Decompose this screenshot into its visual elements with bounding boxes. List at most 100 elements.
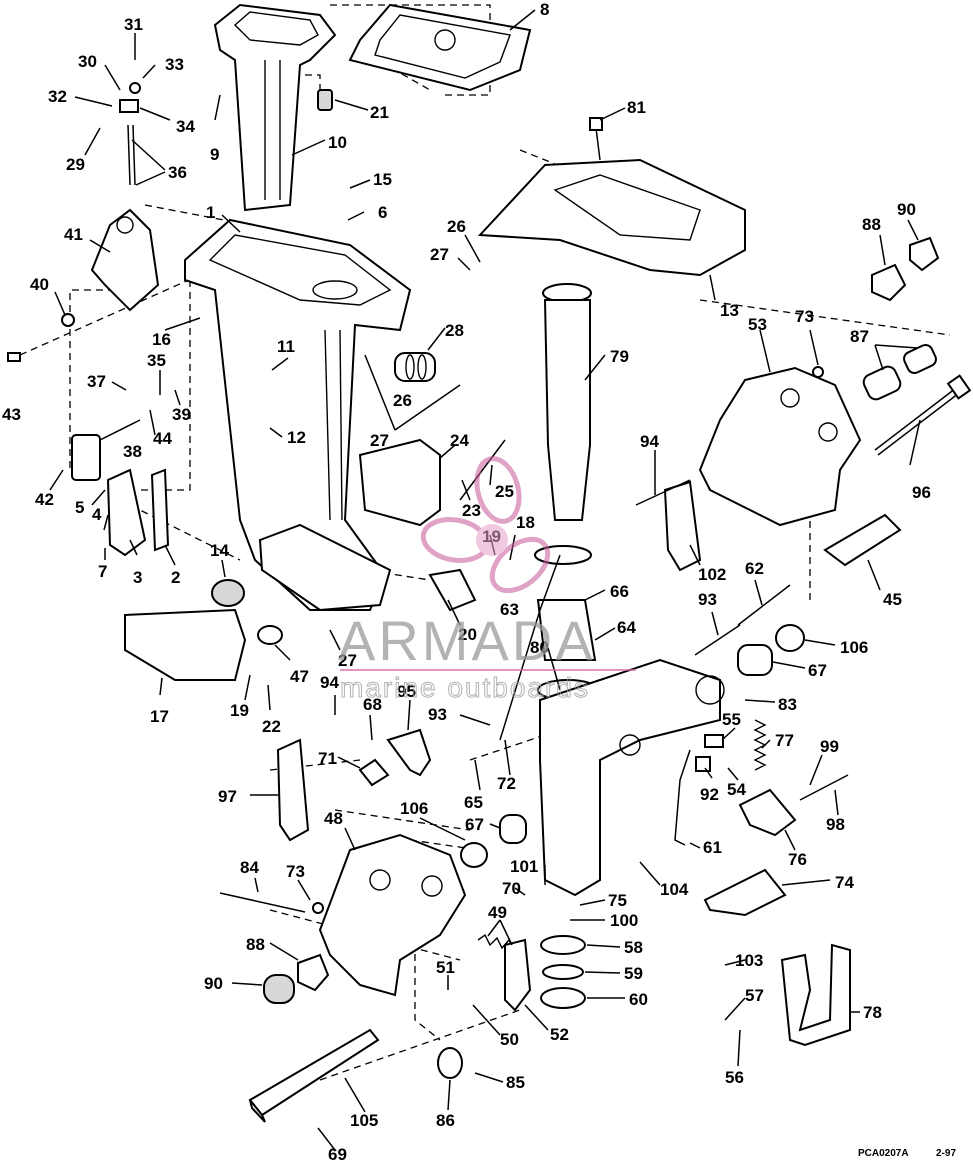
plug-21 [317, 89, 333, 111]
callout-2: 2 [171, 568, 180, 587]
callout-41: 41 [64, 225, 83, 244]
callout-106a: 106 [840, 638, 868, 657]
callout-49: 49 [488, 903, 507, 922]
clip-55 [704, 734, 724, 748]
callout-90a: 90 [897, 200, 916, 219]
pin-98 [799, 774, 849, 801]
ring-60 [540, 987, 586, 1009]
washer-40 [61, 313, 75, 327]
bushing-87a [862, 365, 902, 401]
tube-45 [823, 513, 902, 567]
callout-100: 100 [610, 911, 638, 930]
callout-67a: 67 [808, 661, 827, 680]
callout-101: 101 [510, 857, 538, 876]
callout-77: 77 [775, 731, 794, 750]
callout-45: 45 [883, 590, 902, 609]
callout-71: 71 [318, 749, 337, 768]
callout-39: 39 [172, 405, 191, 424]
callout-24: 24 [450, 431, 469, 450]
callout-38: 38 [123, 442, 142, 461]
bracket-78 [780, 943, 851, 1047]
callout-29: 29 [66, 155, 85, 174]
callout-33: 33 [165, 55, 184, 74]
callout-94a: 94 [640, 432, 659, 451]
callout-10: 10 [328, 133, 347, 152]
clamp-34 [119, 99, 139, 113]
callout-47: 47 [290, 667, 309, 686]
callout-6: 6 [378, 203, 387, 222]
callout-97: 97 [218, 787, 237, 806]
sleeve-66 [536, 599, 597, 661]
callout-53: 53 [748, 315, 767, 334]
callout-70: 70 [502, 879, 521, 898]
callout-8: 8 [540, 0, 549, 19]
callout-50: 50 [500, 1030, 519, 1049]
rod-61 [674, 749, 691, 846]
link-102 [663, 480, 702, 572]
callout-17: 17 [150, 707, 169, 726]
steering-tube-79 [542, 283, 592, 521]
callout-65: 65 [464, 793, 483, 812]
callout-22: 22 [262, 717, 281, 736]
bolt-94a [635, 479, 691, 506]
callout-32: 32 [48, 87, 67, 106]
callout-52: 52 [550, 1025, 569, 1044]
bracket-74 [703, 868, 787, 917]
spring-92 [695, 756, 711, 772]
exhaust-tube [213, 3, 337, 212]
callout-30: 30 [78, 52, 97, 71]
clamp-bracket-48 [318, 833, 467, 997]
lever-76 [738, 788, 797, 837]
callout-99: 99 [820, 737, 839, 756]
callout-12: 12 [287, 428, 306, 447]
bolt-84 [219, 892, 306, 913]
callout-75: 75 [608, 891, 627, 910]
callout-96: 96 [912, 483, 931, 502]
washer-106a [775, 624, 805, 652]
callout-58: 58 [624, 938, 643, 957]
callout-42: 42 [35, 490, 54, 509]
swivel-bracket-lower [539, 658, 725, 897]
callout-48: 48 [324, 809, 343, 828]
nut-73b [312, 902, 324, 914]
callout-73a: 73 [795, 307, 814, 326]
callout-103: 103 [735, 951, 763, 970]
spring-77 [753, 719, 767, 771]
callout-60: 60 [629, 990, 648, 1009]
callout-16: 16 [152, 330, 171, 349]
callout-34: 34 [176, 117, 195, 136]
nut-33 [129, 82, 141, 94]
callout-87: 87 [850, 327, 869, 346]
bushing-67a [737, 644, 773, 676]
callout-27b: 27 [338, 651, 357, 670]
callout-27a: 27 [370, 431, 389, 450]
clamp-bracket-53 [698, 366, 862, 527]
swivel-bracket-13 [477, 117, 746, 277]
bracket-95 [386, 728, 432, 777]
pins-36 [127, 124, 136, 186]
callout-86: 86 [436, 1111, 455, 1130]
callout-80: 80 [530, 638, 549, 657]
callout-95: 95 [397, 682, 416, 701]
drive-shaft-housing [184, 218, 412, 612]
callout-64: 64 [617, 618, 636, 637]
strip-2 [150, 468, 170, 552]
callout-11: 11 [277, 337, 295, 356]
nut-73a [812, 366, 824, 378]
callout-43: 43 [2, 405, 21, 424]
cap-90b [263, 974, 295, 1004]
rod-93a [694, 624, 741, 656]
callout-44: 44 [153, 429, 172, 448]
callout-69: 69 [328, 1145, 347, 1160]
callout-13: 13 [720, 301, 739, 320]
callout-78: 78 [863, 1003, 882, 1022]
watermark-brand: ARMADA [338, 609, 596, 672]
bracket-38 [71, 419, 141, 481]
leader-lines [49, 9, 921, 1151]
callout-102: 102 [698, 565, 726, 584]
callout-36: 36 [168, 163, 187, 182]
bushing-87b [903, 343, 937, 375]
watermark-tagline: marine outboards [340, 672, 590, 703]
callout-19b: 19 [230, 701, 249, 720]
callout-105: 105 [350, 1111, 378, 1130]
